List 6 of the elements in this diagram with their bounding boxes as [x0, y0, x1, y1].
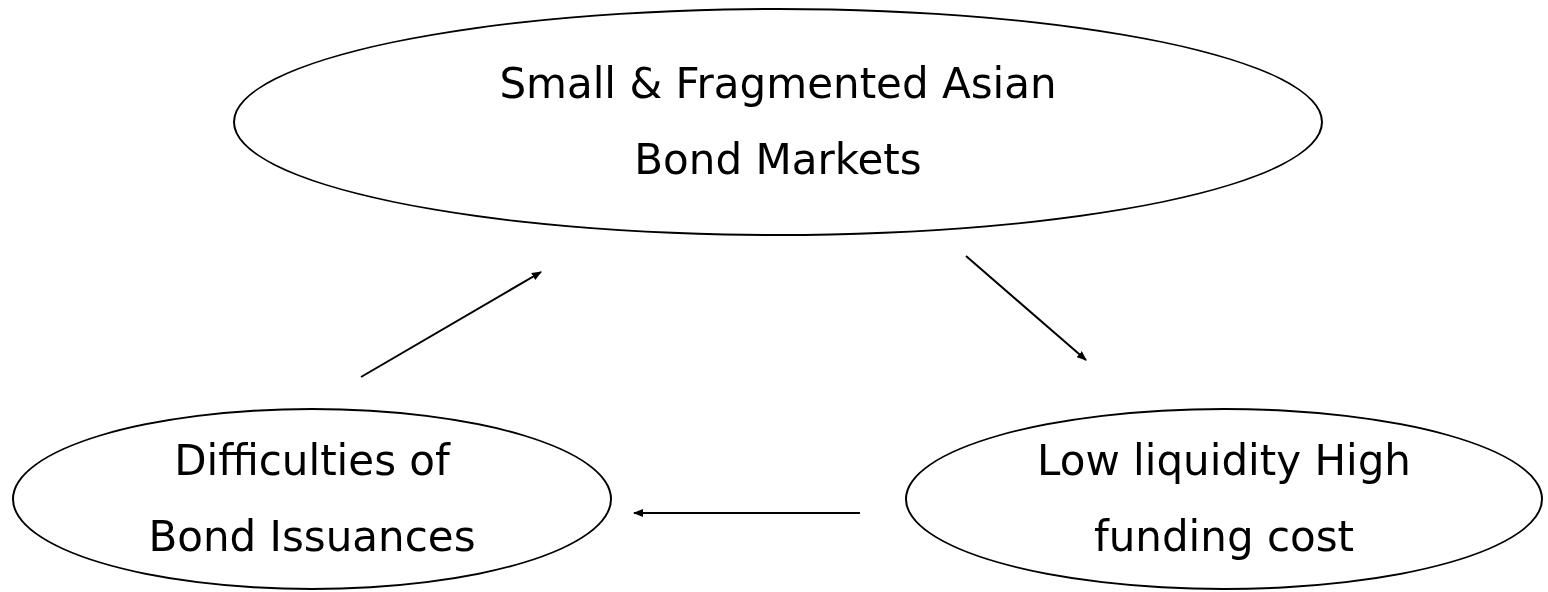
arrow [965, 255, 1087, 361]
node-label: Small & Fragmented Asian Bond Markets [498, 58, 1058, 186]
node-label: Difficulties of Bond Issuances [147, 435, 477, 563]
node-label: Low liquidity High funding cost [1036, 435, 1412, 563]
arrow [360, 271, 542, 378]
arrow [633, 509, 861, 517]
